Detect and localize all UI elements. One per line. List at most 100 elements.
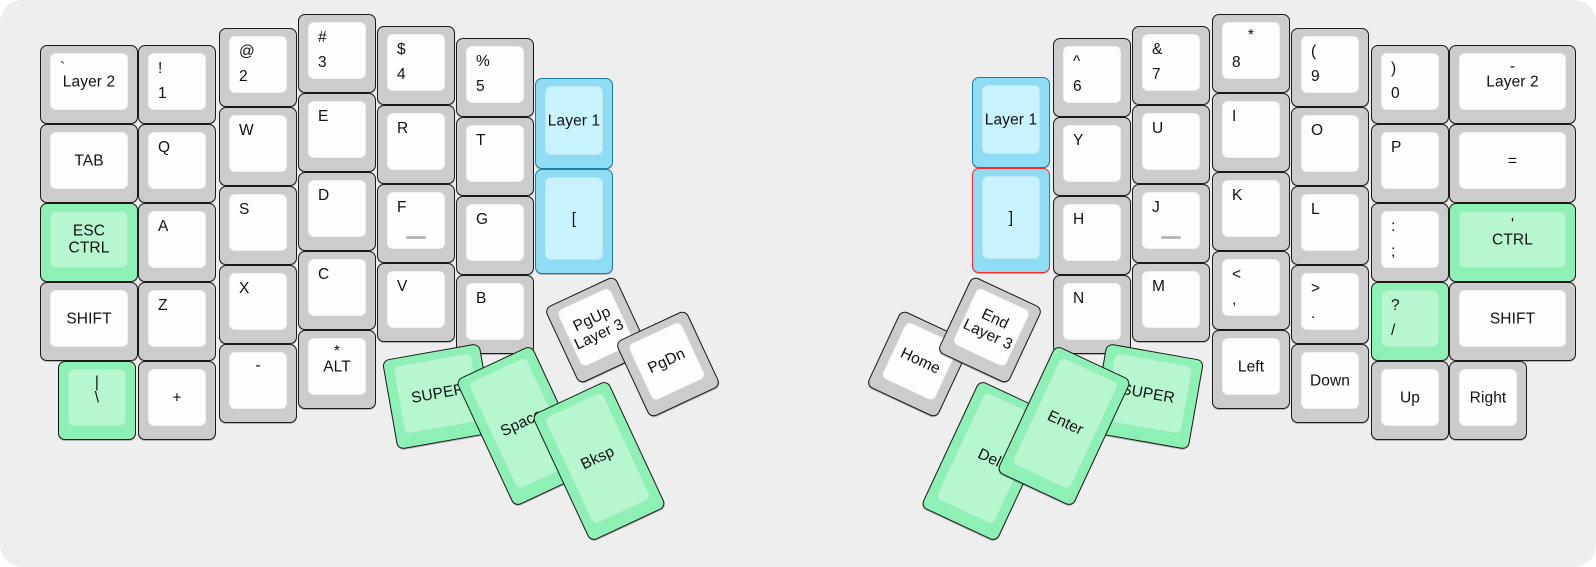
legend-bottom-r-6: 6 [1073, 77, 1082, 95]
keycap-r-comma: <, [1222, 259, 1280, 316]
key-l-3[interactable]: #3 [298, 14, 376, 93]
key-l-e[interactable]: E [298, 93, 376, 172]
key-l-grave-layer2[interactable]: `Layer 2 [40, 45, 138, 124]
key-r-slash[interactable]: ?/ [1371, 282, 1449, 361]
key-l-q[interactable]: Q [138, 124, 216, 203]
key-r-shift[interactable]: SHIFT [1449, 282, 1576, 361]
key-l-d[interactable]: D [298, 172, 376, 251]
key-l-layer1[interactable]: Layer 1 [535, 78, 613, 169]
key-r-k[interactable]: K [1212, 172, 1290, 251]
keycap-l-lbracket: [ [545, 177, 603, 260]
keycap-r-right: Right [1459, 369, 1517, 426]
key-r-period[interactable]: >. [1291, 265, 1369, 344]
key-l-x[interactable]: X [219, 265, 297, 344]
key-l-1[interactable]: !1 [138, 45, 216, 124]
keycap-l-pipe-backslash: |\ [68, 369, 126, 426]
key-l-lbracket[interactable]: [ [535, 169, 613, 274]
key-r-u[interactable]: U [1132, 105, 1210, 184]
legend-top-l-star-alt: * [333, 343, 341, 360]
key-r-n[interactable]: N [1053, 275, 1131, 354]
keycap-r-quote-ctrl: 'CTRL [1459, 211, 1566, 268]
legend-top-l-pipe-backslash: | [94, 374, 100, 391]
key-l-star-alt[interactable]: *ALT [298, 330, 376, 409]
key-r-colon-semicolon[interactable]: :; [1371, 203, 1449, 282]
key-l-5[interactable]: %5 [456, 38, 534, 117]
keycap-l-e: E [308, 101, 366, 158]
key-r-m[interactable]: M [1132, 263, 1210, 342]
key-r-layer1[interactable]: Layer 1 [972, 77, 1050, 168]
keycap-r-l: L [1301, 194, 1359, 251]
legend-top-l-v: V [397, 278, 408, 295]
legend-top-l-grave-layer2: ` [60, 60, 66, 77]
legend-top-r-h: H [1073, 211, 1085, 228]
legend-top-r-l: L [1311, 201, 1320, 218]
key-r-l[interactable]: L [1291, 186, 1369, 265]
key-l-t[interactable]: T [456, 117, 534, 196]
key-l-w[interactable]: W [219, 107, 297, 186]
key-r-p[interactable]: P [1371, 124, 1449, 203]
key-l-minus[interactable]: - [219, 344, 297, 423]
key-l-v[interactable]: V [377, 263, 455, 342]
key-r-comma[interactable]: <, [1212, 251, 1290, 330]
legend-bottom-r-comma: , [1232, 290, 1237, 308]
key-r-j[interactable]: J [1132, 184, 1210, 263]
keycap-l-layer1: Layer 1 [545, 86, 603, 155]
legend-bottom-l-4: 4 [397, 65, 406, 83]
legend-top-l-b: B [476, 290, 487, 307]
key-l-shift[interactable]: SHIFT [40, 282, 138, 361]
key-r-equal[interactable]: = [1449, 124, 1576, 203]
legend-main-r-left: Left [1237, 357, 1265, 375]
key-r-quote-ctrl[interactable]: 'CTRL [1449, 203, 1576, 282]
key-r-7[interactable]: &7 [1132, 26, 1210, 105]
keycap-r-u: U [1142, 113, 1200, 170]
key-r-8[interactable]: *8 [1212, 14, 1290, 93]
key-r-h[interactable]: H [1053, 196, 1131, 275]
key-r-y[interactable]: Y [1053, 117, 1131, 196]
keycap-r-6: ^6 [1063, 46, 1121, 103]
homing-bar-icon-l-f [406, 236, 426, 239]
key-r-6[interactable]: ^6 [1053, 38, 1131, 117]
key-r-up[interactable]: Up [1371, 361, 1449, 440]
key-r-i[interactable]: I [1212, 93, 1290, 172]
keycap-r-o: O [1301, 115, 1359, 172]
key-r-down[interactable]: Down [1291, 344, 1369, 423]
key-r-rbracket[interactable]: ] [972, 168, 1050, 273]
legend-main-l-layer1: Layer 1 [547, 111, 601, 129]
legend-top-r-period: > [1311, 280, 1321, 297]
legend-top-r-n: N [1073, 290, 1085, 307]
key-l-a[interactable]: A [138, 203, 216, 282]
key-r-minus-layer2[interactable]: -Layer 2 [1449, 45, 1576, 124]
key-l-z[interactable]: Z [138, 282, 216, 361]
legend-bottom-r-period: . [1311, 304, 1316, 322]
legend-top-l-r: R [397, 120, 409, 137]
key-l-f[interactable]: F [377, 184, 455, 263]
key-l-g[interactable]: G [456, 196, 534, 275]
key-l-plus[interactable]: + [138, 361, 216, 440]
key-r-9[interactable]: (9 [1291, 28, 1369, 107]
legend-top-r-j: J [1152, 199, 1160, 216]
key-r-0[interactable]: )0 [1371, 45, 1449, 124]
key-r-left[interactable]: Left [1212, 330, 1290, 409]
keycap-l-d: D [308, 180, 366, 237]
legend-top-l-t: T [476, 132, 486, 149]
legend-main-r-right: Right [1469, 388, 1507, 406]
key-l-esc-ctrl[interactable]: ESC CTRL [40, 203, 138, 282]
keycap-r-j: J [1142, 192, 1200, 249]
key-l-4[interactable]: $4 [377, 26, 455, 105]
key-r-right[interactable]: Right [1449, 361, 1527, 440]
keycap-l-s: S [229, 194, 287, 251]
key-l-pipe-backslash[interactable]: |\ [58, 361, 136, 440]
key-l-2[interactable]: @2 [219, 28, 297, 107]
key-l-b[interactable]: B [456, 275, 534, 354]
legend-top-r-m: M [1152, 278, 1166, 295]
legend-top-r-quote-ctrl: ' [1510, 216, 1515, 233]
key-l-r[interactable]: R [377, 105, 455, 184]
legend-top-l-z: Z [158, 297, 168, 314]
legend-main-r-equal: = [1507, 151, 1518, 169]
key-r-o[interactable]: O [1291, 107, 1369, 186]
key-l-c[interactable]: C [298, 251, 376, 330]
keycap-r-n: N [1063, 283, 1121, 340]
keycap-r-down: Down [1301, 352, 1359, 409]
key-l-tab[interactable]: TAB [40, 124, 138, 203]
key-l-s[interactable]: S [219, 186, 297, 265]
